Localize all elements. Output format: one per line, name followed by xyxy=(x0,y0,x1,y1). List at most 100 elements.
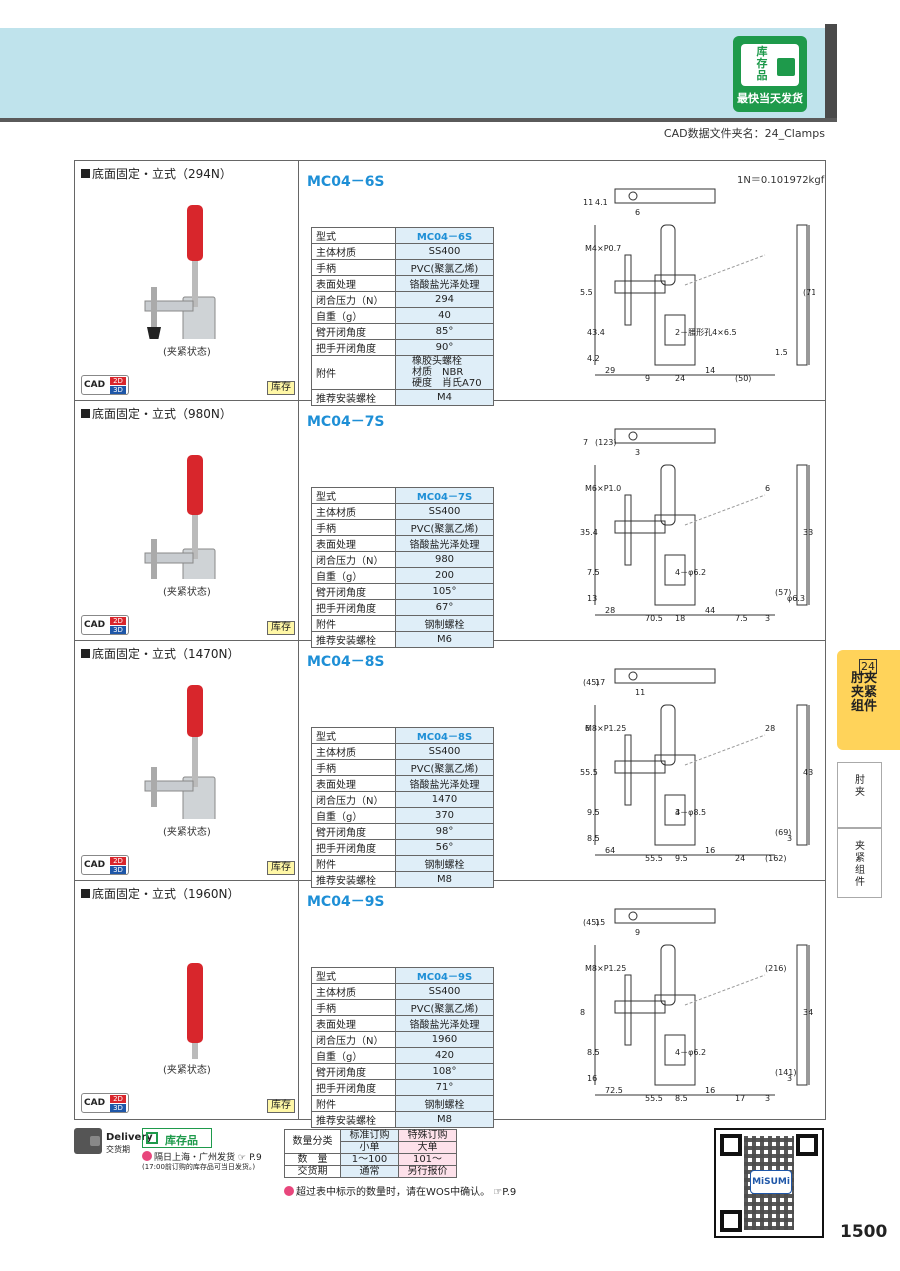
spec-key: 把手开闭角度 xyxy=(311,1079,396,1096)
dimension-label: 6 xyxy=(635,208,640,217)
dimension-label: (50) xyxy=(735,374,751,383)
dimension-label: 16 xyxy=(587,1074,597,1083)
spec-value: MC04－9S xyxy=(395,967,494,984)
dimension-label: 24 xyxy=(675,374,685,383)
qr-code[interactable]: MiSUMi xyxy=(714,1128,824,1238)
cube-icon xyxy=(146,1132,158,1144)
dimension-label: 18 xyxy=(675,614,685,623)
spec-key: 附件 xyxy=(311,855,396,872)
ship-note: (17:00前订购的库存品可当日发货。) xyxy=(142,1163,256,1171)
spec-key: 附件 xyxy=(311,355,396,390)
spec-value: M4 xyxy=(395,389,494,406)
spec-value: SS400 xyxy=(395,983,494,1000)
stock-tag: 库存 xyxy=(267,861,295,875)
stock-item-label: 库存品 xyxy=(165,1134,198,1147)
spec-key: 主体材质 xyxy=(311,503,396,520)
spec-key: 臂开闭角度 xyxy=(311,823,396,840)
dimension-label: 11 xyxy=(635,688,645,697)
spec-key: 表面处理 xyxy=(311,775,396,792)
spec-value: 980 xyxy=(395,551,494,568)
dimension-label: 3 xyxy=(765,614,770,623)
spec-value: PVC(聚氯乙烯) xyxy=(395,759,494,776)
spec-key: 表面处理 xyxy=(311,1015,396,1032)
qr-finder xyxy=(720,1210,742,1232)
qty-row-spc: 另行报价 xyxy=(398,1165,457,1178)
dimension-label: 8.5 xyxy=(587,1048,600,1057)
dimension-label: 9.5 xyxy=(675,854,688,863)
spec-key: 自重（g） xyxy=(311,807,396,824)
square-bullet-icon xyxy=(81,409,90,418)
spec-value: 90° xyxy=(395,339,494,356)
side-tab-toggle[interactable]: 肘夹 xyxy=(837,762,882,828)
spec-key: 手柄 xyxy=(311,999,396,1016)
side-tab-toggle-clamps[interactable]: 24 肘夹 夹紧组件 xyxy=(837,650,900,750)
square-bullet-icon xyxy=(81,169,90,178)
qty-row-spc: 101～ xyxy=(398,1153,457,1166)
unit-conversion-note: 1N＝0.101972kgf xyxy=(737,175,825,186)
spec-value: 铬酸盐光泽处理 xyxy=(395,535,494,552)
dimension-label: 4.1 xyxy=(595,198,608,207)
dimension-label: 70.5 xyxy=(645,614,663,623)
spec-key: 附件 xyxy=(311,615,396,632)
model-title: MC04－8S xyxy=(307,654,385,670)
header-banner-edge xyxy=(825,24,837,120)
side-tab-label: 肘夹 夹紧组件 xyxy=(851,671,878,714)
side-tab-clamp-components[interactable]: 夹紧组件 xyxy=(837,828,882,898)
qty-row-label: 数 量 xyxy=(284,1153,341,1166)
spec-row: 表面处理铬酸盐光泽处理 xyxy=(311,535,494,552)
spec-row: 自重（g）40 xyxy=(311,307,494,324)
dimension-label: 33 xyxy=(803,528,813,537)
square-bullet-icon xyxy=(81,889,90,898)
spec-value: 67° xyxy=(395,599,494,616)
product-category-title: 底面固定・立式（980N） xyxy=(81,405,232,422)
cad-label: CAD xyxy=(84,1098,106,1108)
spec-value: 钢制螺栓 xyxy=(395,855,494,872)
dimension-label: 4.2 xyxy=(587,354,600,363)
spec-key: 主体材质 xyxy=(311,243,396,260)
dimension-drawing: M4×P0.72－腰形孔4×6.52924(50)43.4(71)1.59145… xyxy=(580,188,815,383)
pin-icon xyxy=(142,1151,152,1161)
dimension-label: 2－腰形孔4×6.5 xyxy=(675,328,737,337)
spec-row: 闭合压力（N）1470 xyxy=(311,791,494,808)
dimension-label: 14 xyxy=(705,366,715,375)
spec-key: 推荐安装螺栓 xyxy=(311,389,396,406)
clamped-state-label: (夹紧状态) xyxy=(163,827,211,838)
dimension-label: 17 xyxy=(595,678,605,687)
cad-3d-badge: 3D xyxy=(110,1104,126,1112)
dimension-label: 34 xyxy=(803,1008,813,1017)
cad-3d-badge: 3D xyxy=(110,626,126,634)
dimension-label: 8 xyxy=(580,1008,585,1017)
ship-ref-link[interactable]: P.9 xyxy=(249,1153,262,1163)
dimension-label: 3 xyxy=(675,808,680,817)
spec-key: 自重（g） xyxy=(311,1047,396,1064)
spec-value: M8 xyxy=(395,1111,494,1128)
spec-value: M6 xyxy=(395,631,494,648)
dimension-label: M8×P1.25 xyxy=(585,964,626,973)
dimension-label: (57) xyxy=(775,588,791,597)
spec-key: 闭合压力（N） xyxy=(311,791,396,808)
spec-key: 把手开闭角度 xyxy=(311,339,396,356)
dimension-label: 55.5 xyxy=(645,1094,663,1103)
product-category-title: 底面固定・立式（294N） xyxy=(81,165,232,182)
spec-key: 型式 xyxy=(311,227,396,244)
spec-key: 主体材质 xyxy=(311,983,396,1000)
qty-sub-small: 小单 xyxy=(340,1141,399,1154)
spec-value: 370 xyxy=(395,807,494,824)
spec-value: PVC(聚氯乙烯) xyxy=(395,259,494,276)
spec-key: 手柄 xyxy=(311,759,396,776)
spec-key: 把手开闭角度 xyxy=(311,599,396,616)
dimension-label: φ6.3 xyxy=(787,594,805,603)
cad-2d-badge: 2D xyxy=(110,617,126,625)
qty-row-label: 交货期 xyxy=(284,1165,341,1178)
note-ref-link[interactable]: P.9 xyxy=(502,1187,517,1198)
